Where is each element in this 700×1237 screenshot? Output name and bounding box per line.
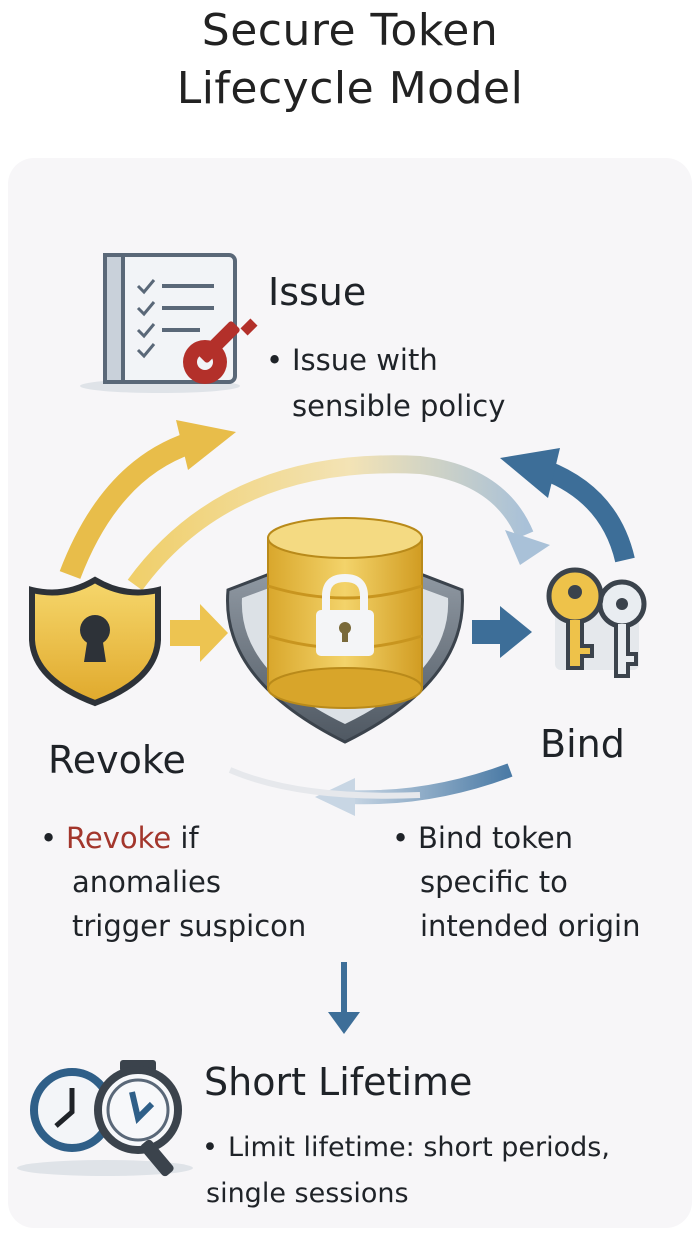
arrow-center-to-bind	[472, 606, 532, 658]
database-lock-shield-icon	[226, 517, 464, 744]
arrow-down-to-lifetime	[328, 962, 360, 1034]
title-line-2: Lifecycle Model	[176, 63, 524, 114]
issue-bullet-line-2: sensible policy	[292, 389, 506, 423]
keyhole-shield-icon	[29, 576, 161, 707]
short-lifetime-bullet-text-1: Limit lifetime: short periods,	[228, 1132, 610, 1163]
arrow-issue-to-bind-arc	[127, 455, 550, 591]
revoke-bullet-text-1: if	[171, 821, 199, 855]
arrow-revoke-to-center	[170, 604, 228, 662]
bind-bullet-line-1: •Bind token	[392, 816, 573, 860]
revoke-bullet-line-1: •Revoke if	[40, 816, 199, 860]
revoke-bullet-line-3: trigger suspicon	[72, 909, 307, 943]
bullet-dot: •	[202, 1132, 218, 1163]
short-lifetime-bullet-line-1: • Limit lifetime: short periods,	[202, 1126, 610, 1170]
issue-bullet-line-1: •Issue with	[266, 338, 438, 382]
arrow-bind-to-revoke	[228, 763, 513, 816]
clock-stopwatch-magnifier-icon	[17, 1060, 193, 1177]
bullet-dot: •	[392, 821, 410, 855]
keys-icon	[546, 567, 647, 678]
checklist-document-with-key-icon	[80, 253, 258, 393]
revoke-bullet-line-2: anomalies	[72, 865, 221, 899]
diagram-title: Secure Token Lifecycle Model	[0, 2, 700, 118]
bullet-dot: •	[40, 821, 58, 855]
bullet-dot: •	[266, 343, 284, 377]
issue-bullet-text-1: Issue with	[292, 343, 438, 377]
bind-bullet-line-2: specific to	[420, 865, 568, 899]
bind-bullet-text-1: Bind token	[418, 821, 574, 855]
arrow-revoke-to-issue	[59, 420, 236, 579]
revoke-heading: Revoke	[48, 738, 186, 782]
title-line-1: Secure Token	[201, 5, 499, 56]
bind-bullet-line-3: intended origin	[420, 909, 641, 943]
revoke-bullet-keyword: Revoke	[66, 821, 172, 855]
bind-heading: Bind	[540, 722, 625, 766]
short-lifetime-heading: Short Lifetime	[204, 1060, 473, 1104]
arrow-bind-to-issue	[500, 448, 635, 563]
short-lifetime-bullet-line-2: single sessions	[206, 1178, 409, 1209]
issue-heading: Issue	[268, 270, 367, 314]
